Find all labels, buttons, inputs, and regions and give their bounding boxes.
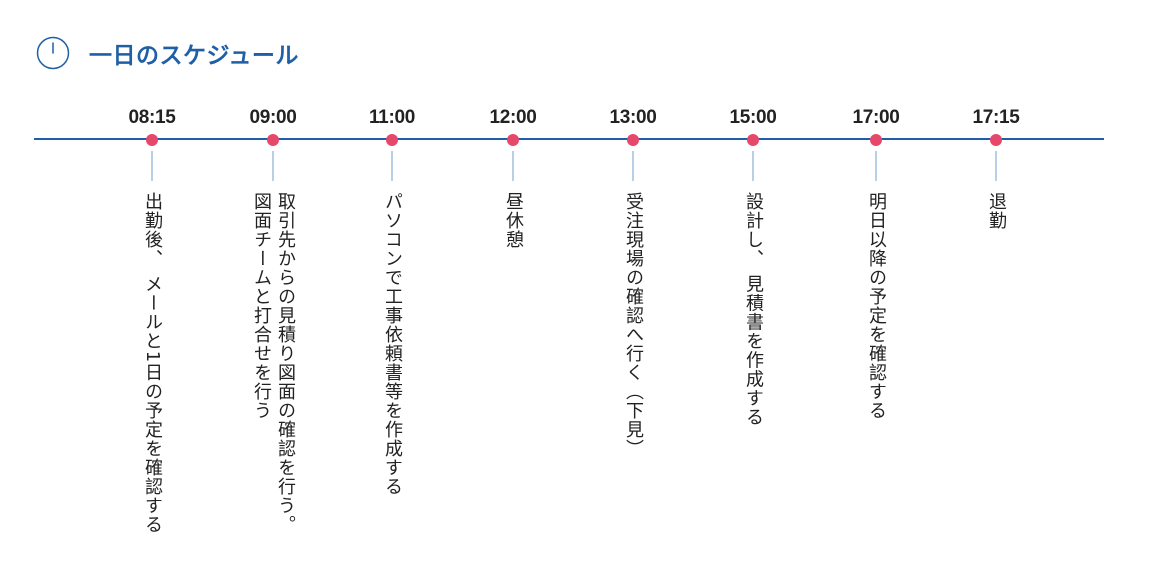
- event-description: 退勤: [986, 192, 1007, 230]
- page-title: 一日のスケジュール: [89, 43, 299, 69]
- event-dot: [747, 134, 759, 146]
- event-dot: [627, 134, 639, 146]
- event-dot: [507, 134, 519, 146]
- event-description: 昼休憩: [503, 192, 524, 249]
- event-description: 受注現場の確認へ行く（下見）: [623, 192, 644, 458]
- event-dot: [386, 134, 398, 146]
- event-connector: [272, 151, 274, 181]
- clock-icon: [36, 36, 70, 70]
- timeline-axis: [34, 138, 1104, 140]
- event-time: 13:00: [609, 107, 657, 128]
- event-time: 11:00: [368, 107, 416, 128]
- event-dot: [990, 134, 1002, 146]
- event-dot: [146, 134, 158, 146]
- event-time: 15:00: [729, 107, 777, 128]
- event-time: 09:00: [249, 107, 297, 128]
- event-description: 設計し、 見積書を作成する: [743, 192, 764, 427]
- event-connector: [391, 151, 393, 181]
- title-row: 一日のスケジュール: [36, 36, 299, 70]
- event-description: パソコンで工事依頼書等を作成する: [382, 192, 403, 496]
- event-description: 出勤後、 メールと1日の予定を確認する: [142, 192, 163, 535]
- event-time: 08:15: [128, 107, 176, 128]
- event-connector: [151, 151, 153, 181]
- event-description: 取引先からの見積り図面の確認を行う。 図面チームと打合せを行う: [251, 192, 296, 534]
- event-connector: [995, 151, 997, 181]
- event-connector: [632, 151, 634, 181]
- event-description: 明日以降の予定を確認する: [866, 192, 887, 420]
- event-connector: [752, 151, 754, 181]
- event-connector: [875, 151, 877, 181]
- event-connector: [512, 151, 514, 181]
- event-dot: [870, 134, 882, 146]
- event-time: 17:15: [972, 107, 1020, 128]
- event-time: 12:00: [489, 107, 537, 128]
- event-dot: [267, 134, 279, 146]
- event-time: 17:00: [852, 107, 900, 128]
